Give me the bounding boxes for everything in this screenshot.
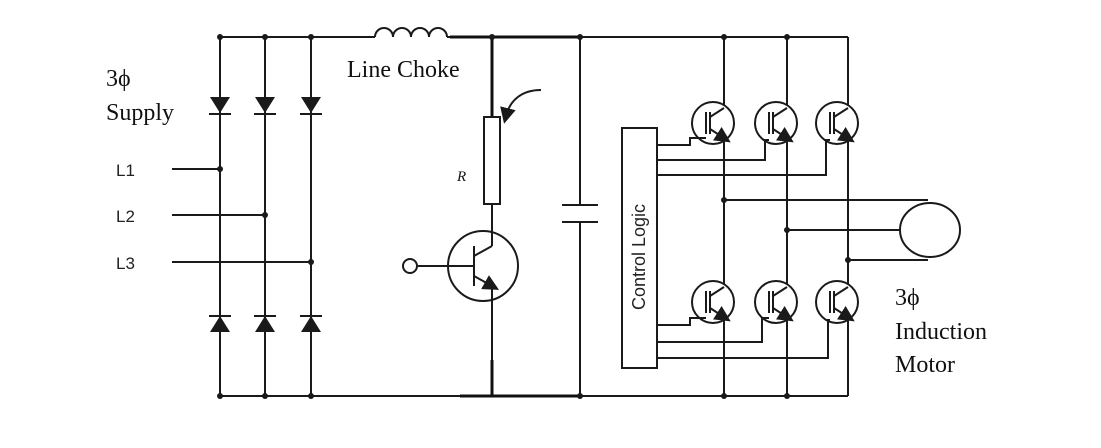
variable-arrow-icon	[500, 89, 542, 124]
diode-icon	[254, 315, 276, 332]
dc-rails	[220, 35, 848, 398]
diode-icon	[209, 315, 231, 332]
transistor-icon	[691, 280, 735, 324]
resistor-label: R	[456, 169, 466, 185]
phase-label-l1: L1	[116, 161, 135, 180]
diode-icon	[300, 97, 322, 115]
motor-phase-label: 3ϕ	[895, 285, 920, 311]
supply-label: Supply	[106, 100, 174, 126]
transistor-icon	[815, 101, 859, 145]
phase-label-l3: L3	[116, 254, 135, 273]
transistor-icon	[418, 230, 519, 302]
base-terminal	[402, 258, 418, 274]
motor-induction-label: Induction	[895, 319, 987, 345]
line-choke-label: Line Choke	[347, 57, 460, 83]
motor-icon	[899, 202, 961, 258]
diode-icon	[209, 97, 231, 115]
transistor-icon	[691, 101, 735, 145]
transistor-icon	[754, 101, 798, 145]
inductor-icon	[374, 27, 450, 38]
supply-phase-label: 3ϕ	[106, 66, 131, 92]
motor-label: Motor	[895, 352, 955, 378]
transistor-icon	[815, 280, 859, 324]
phase-label-l2: L2	[116, 207, 135, 226]
control-logic-label: Control Logic	[629, 204, 649, 310]
resistor-icon	[483, 116, 501, 205]
transistor-icon	[754, 280, 798, 324]
diode-icon	[254, 97, 276, 115]
brake-chopper	[402, 34, 542, 396]
diode-icon	[300, 315, 322, 332]
inverter-bridge	[657, 34, 928, 399]
capacitor-icon	[562, 34, 598, 399]
control-logic-block	[621, 127, 658, 369]
rectifier-bridge	[172, 34, 322, 399]
